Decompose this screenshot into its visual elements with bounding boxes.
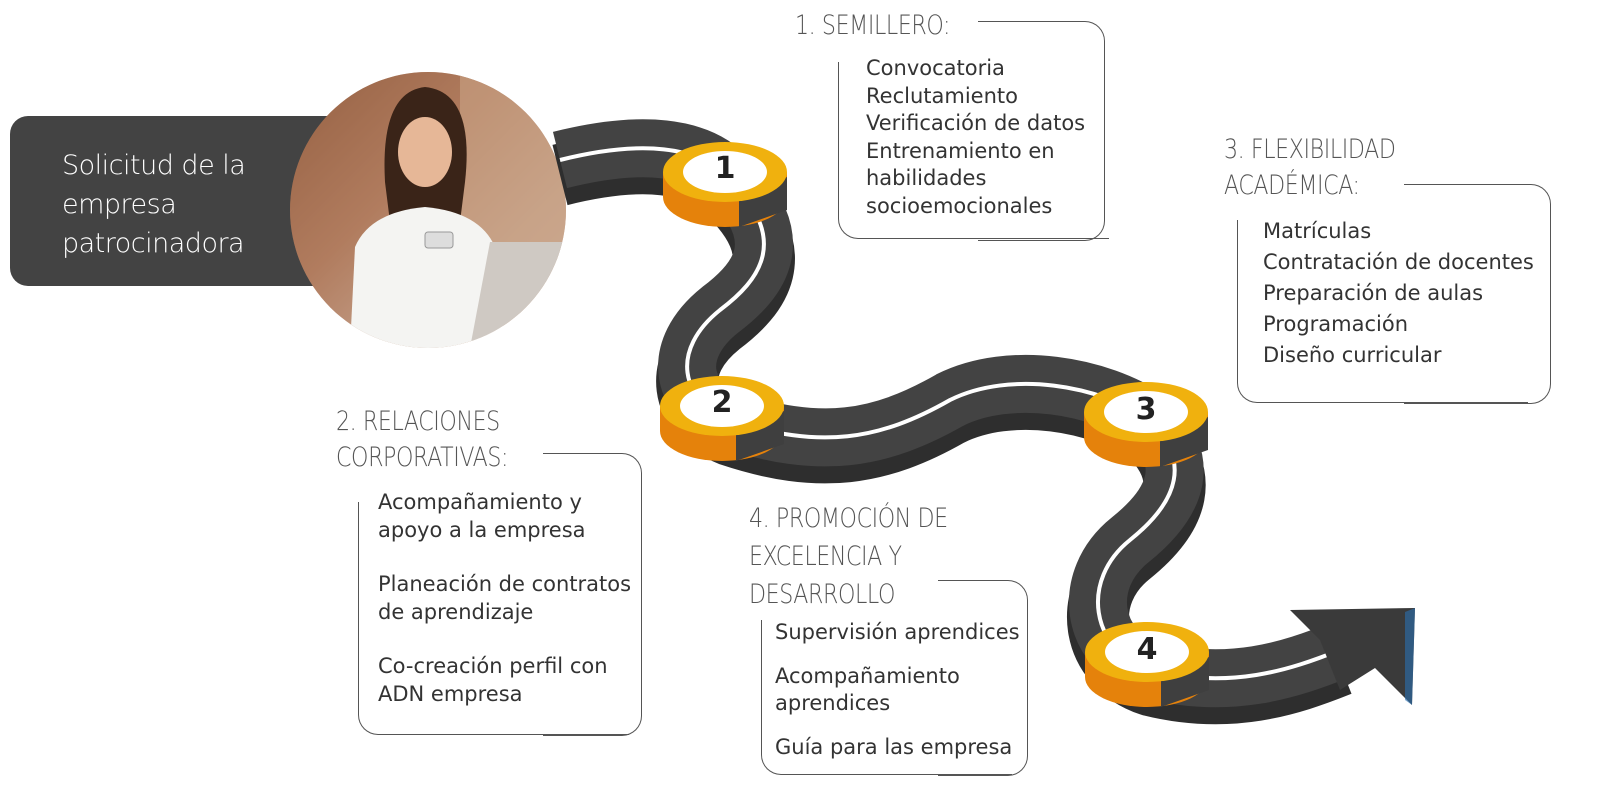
list-item: Acompañamiento y — [378, 490, 582, 514]
step-2-title: 2. RELACIONES CORPORATIVAS: — [336, 404, 508, 476]
list-item: Matrículas — [1263, 219, 1372, 243]
list-item: Supervisión aprendices — [775, 620, 1020, 644]
step-3-number: 3 — [1135, 392, 1157, 427]
list-item: Planeación de contratos — [378, 572, 632, 596]
list-item: ADN empresa — [378, 681, 523, 706]
list-item: Verificación de datos — [866, 111, 1086, 135]
step-marker-3 — [1084, 382, 1208, 467]
step-3-box-left — [1237, 220, 1528, 403]
start-line: empresa — [62, 189, 177, 220]
step-1-box — [978, 21, 1105, 241]
title-line: DESARROLLO — [749, 579, 896, 610]
list-item: Guía para las empresa — [775, 734, 1013, 759]
list-item: Convocatoria — [866, 56, 1005, 80]
step-3-list: Matrículas Contratación de docentes Prep… — [1263, 216, 1534, 371]
step-2-number: 2 — [711, 385, 733, 420]
list-item: Co-creación perfil con — [378, 654, 608, 678]
list-item: Acompañamiento — [775, 663, 960, 688]
start-line: patrocinadora — [62, 228, 245, 259]
step-2-list: Acompañamiento y apoyo a la empresa Plan… — [378, 489, 631, 708]
step-2-box-left — [358, 502, 629, 735]
step-1-number: 1 — [714, 151, 736, 186]
step-2-box — [543, 453, 642, 736]
step-1-list: Convocatoria Reclutamiento Verificación … — [866, 55, 1085, 220]
step-4-box-left — [761, 620, 1012, 775]
step-1-title: 1. SEMILLERO: — [795, 10, 951, 41]
step-4-box — [938, 580, 1028, 776]
title-line: 4. PROMOCIÓN DE — [749, 503, 948, 534]
title-line: EXCELENCIA Y — [749, 541, 902, 572]
step-marker-2 — [660, 376, 784, 461]
list-item: apoyo a la empresa — [378, 517, 586, 542]
list-item: aprendices — [775, 691, 891, 715]
list-item: Reclutamiento — [866, 83, 1018, 108]
step-marker-4 — [1085, 622, 1209, 707]
step-1-box-left — [838, 62, 1109, 239]
list-item: Contratación de docentes — [1263, 250, 1534, 274]
list-item: socioemocionales — [866, 193, 1053, 218]
step-4-number: 4 — [1136, 632, 1158, 667]
start-label: Solicitud de la empresa patrocinadora — [62, 146, 246, 263]
step-3-title: 3. FLEXIBILIDAD ACADÉMICA: — [1224, 132, 1396, 204]
list-item: Entrenamiento en — [866, 138, 1055, 163]
step-4-title: 4. PROMOCIÓN DE EXCELENCIA Y DESARROLLO — [749, 500, 948, 614]
list-item: Diseño curricular — [1263, 343, 1442, 367]
step-marker-1 — [663, 142, 787, 227]
start-line: Solicitud de la — [62, 150, 246, 181]
title-line: ACADÉMICA: — [1224, 170, 1360, 201]
list-item: habilidades — [866, 166, 987, 190]
step-4-list: Supervisión aprendices Acompañamiento ap… — [775, 619, 1020, 761]
list-item: Preparación de aulas — [1263, 281, 1484, 305]
title-line: 2. RELACIONES — [336, 406, 500, 437]
list-item: Programación — [1263, 312, 1409, 336]
title-line: CORPORATIVAS: — [336, 442, 509, 473]
title-line: 3. FLEXIBILIDAD — [1224, 134, 1396, 165]
step-3-box — [1404, 184, 1551, 404]
arrow-head-icon — [1290, 608, 1415, 705]
list-item: de aprendizaje — [378, 599, 534, 624]
